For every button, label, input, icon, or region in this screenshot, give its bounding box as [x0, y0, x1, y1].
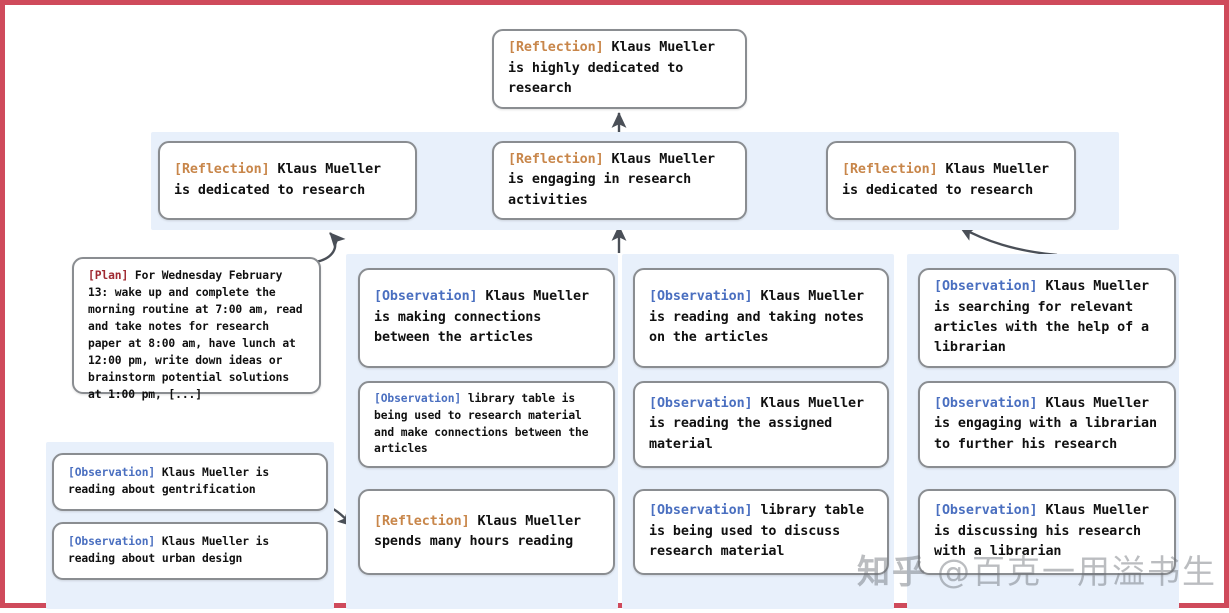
node-tag: [Reflection] [374, 513, 470, 529]
node-text: Klaus Mueller is dedicated to research [842, 162, 1057, 198]
observation-node-right-2[interactable]: [Observation] Klaus Mueller is engaging … [918, 381, 1176, 468]
observation-node-middle-1[interactable]: [Observation] Klaus Mueller is making co… [358, 268, 615, 368]
node-tag: [Observation] [68, 466, 156, 480]
node-tag: [Observation] [649, 289, 753, 305]
node-tag: [Reflection] [508, 151, 604, 167]
reflection-node-middle[interactable]: [Reflection] Klaus Mueller is engaging i… [492, 141, 747, 220]
node-text: Klaus Mueller is dedicated to research [174, 162, 389, 198]
observation-node-left-2[interactable]: [Observation] Klaus Mueller is reading a… [52, 522, 328, 580]
node-tag: [Observation] [649, 395, 753, 411]
node-text: Klaus Mueller is discussing his research… [934, 503, 1157, 560]
observation-node-center-3[interactable]: [Observation] library table is being use… [633, 489, 889, 575]
node-tag: [Reflection] [174, 162, 270, 178]
observation-node-left-1[interactable]: [Observation] Klaus Mueller is reading a… [52, 453, 328, 511]
observation-node-center-1[interactable]: [Observation] Klaus Mueller is reading a… [633, 268, 889, 368]
diagram-canvas: [Reflection] Klaus Mueller is highly ded… [5, 5, 1229, 613]
node-text: Klaus Mueller is searching for relevant … [934, 279, 1157, 356]
node-text: Klaus Mueller is reading the assigned ma… [649, 395, 872, 452]
node-tag: [Observation] [374, 391, 462, 405]
node-tag: [Observation] [934, 279, 1038, 295]
node-text: Klaus Mueller is engaging in research ac… [508, 151, 723, 208]
reflection-node-right[interactable]: [Reflection] Klaus Mueller is dedicated … [826, 141, 1076, 220]
node-text: Klaus Mueller is reading about urban des… [68, 535, 276, 565]
node-tag: [Reflection] [508, 40, 604, 56]
node-tag: [Reflection] [842, 162, 938, 178]
reflection-node-middle-column[interactable]: [Reflection] Klaus Mueller spends many h… [358, 489, 615, 575]
observation-node-right-1[interactable]: [Observation] Klaus Mueller is searching… [918, 268, 1176, 368]
observation-node-center-2[interactable]: [Observation] Klaus Mueller is reading t… [633, 381, 889, 468]
node-text: Klaus Mueller is highly dedicated to res… [508, 40, 723, 97]
observation-node-right-3[interactable]: [Observation] Klaus Mueller is discussin… [918, 489, 1176, 575]
node-text: Klaus Mueller is reading about gentrific… [68, 466, 276, 496]
node-tag: [Observation] [374, 289, 478, 305]
node-text: For Wednesday February 13: wake up and c… [88, 269, 310, 401]
observation-node-middle-2[interactable]: [Observation] library table is being use… [358, 381, 615, 468]
arrow-right-observations-to-right-reflection [959, 225, 1058, 257]
node-text: Klaus Mueller is reading and taking note… [649, 289, 872, 346]
node-text: Klaus Mueller is making connections betw… [374, 289, 597, 346]
node-text: library table is being used to discuss r… [649, 503, 872, 560]
reflection-node-left[interactable]: [Reflection] Klaus Mueller is dedicated … [158, 141, 417, 220]
plan-node[interactable]: [Plan] For Wednesday February 13: wake u… [72, 257, 321, 401]
root-reflection-node[interactable]: [Reflection] Klaus Mueller is highly ded… [492, 29, 747, 109]
node-tag: [Observation] [649, 503, 753, 519]
node-text: Klaus Mueller is engaging with a librari… [934, 395, 1165, 452]
node-tag: [Observation] [934, 395, 1038, 411]
node-text: Klaus Mueller spends many hours reading [374, 513, 589, 549]
node-tag: [Observation] [68, 535, 156, 549]
node-tag: [Observation] [934, 503, 1038, 519]
node-tag: [Plan] [88, 269, 129, 282]
node-text: library table is being used to research … [374, 391, 596, 456]
